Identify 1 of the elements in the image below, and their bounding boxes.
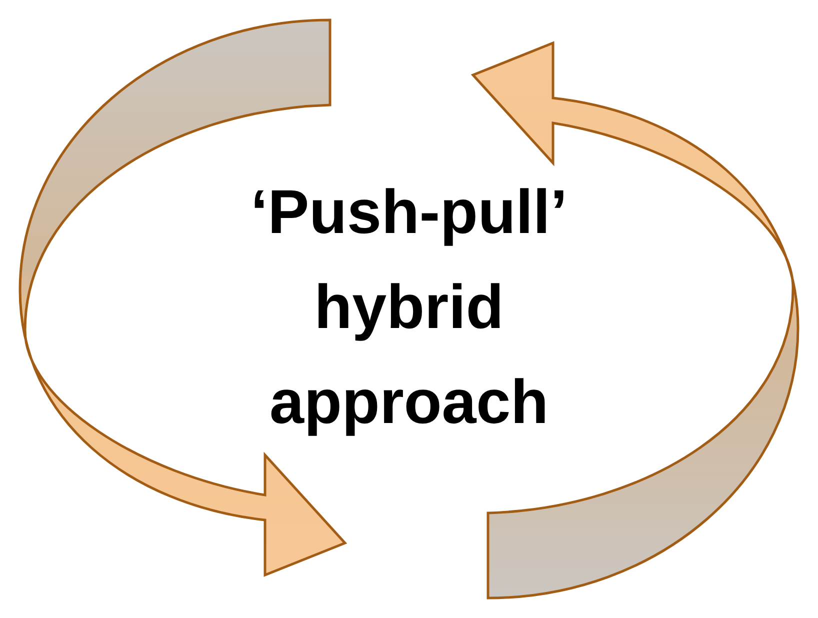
center-title: ‘Push-pull’ hybrid approach: [250, 177, 568, 439]
